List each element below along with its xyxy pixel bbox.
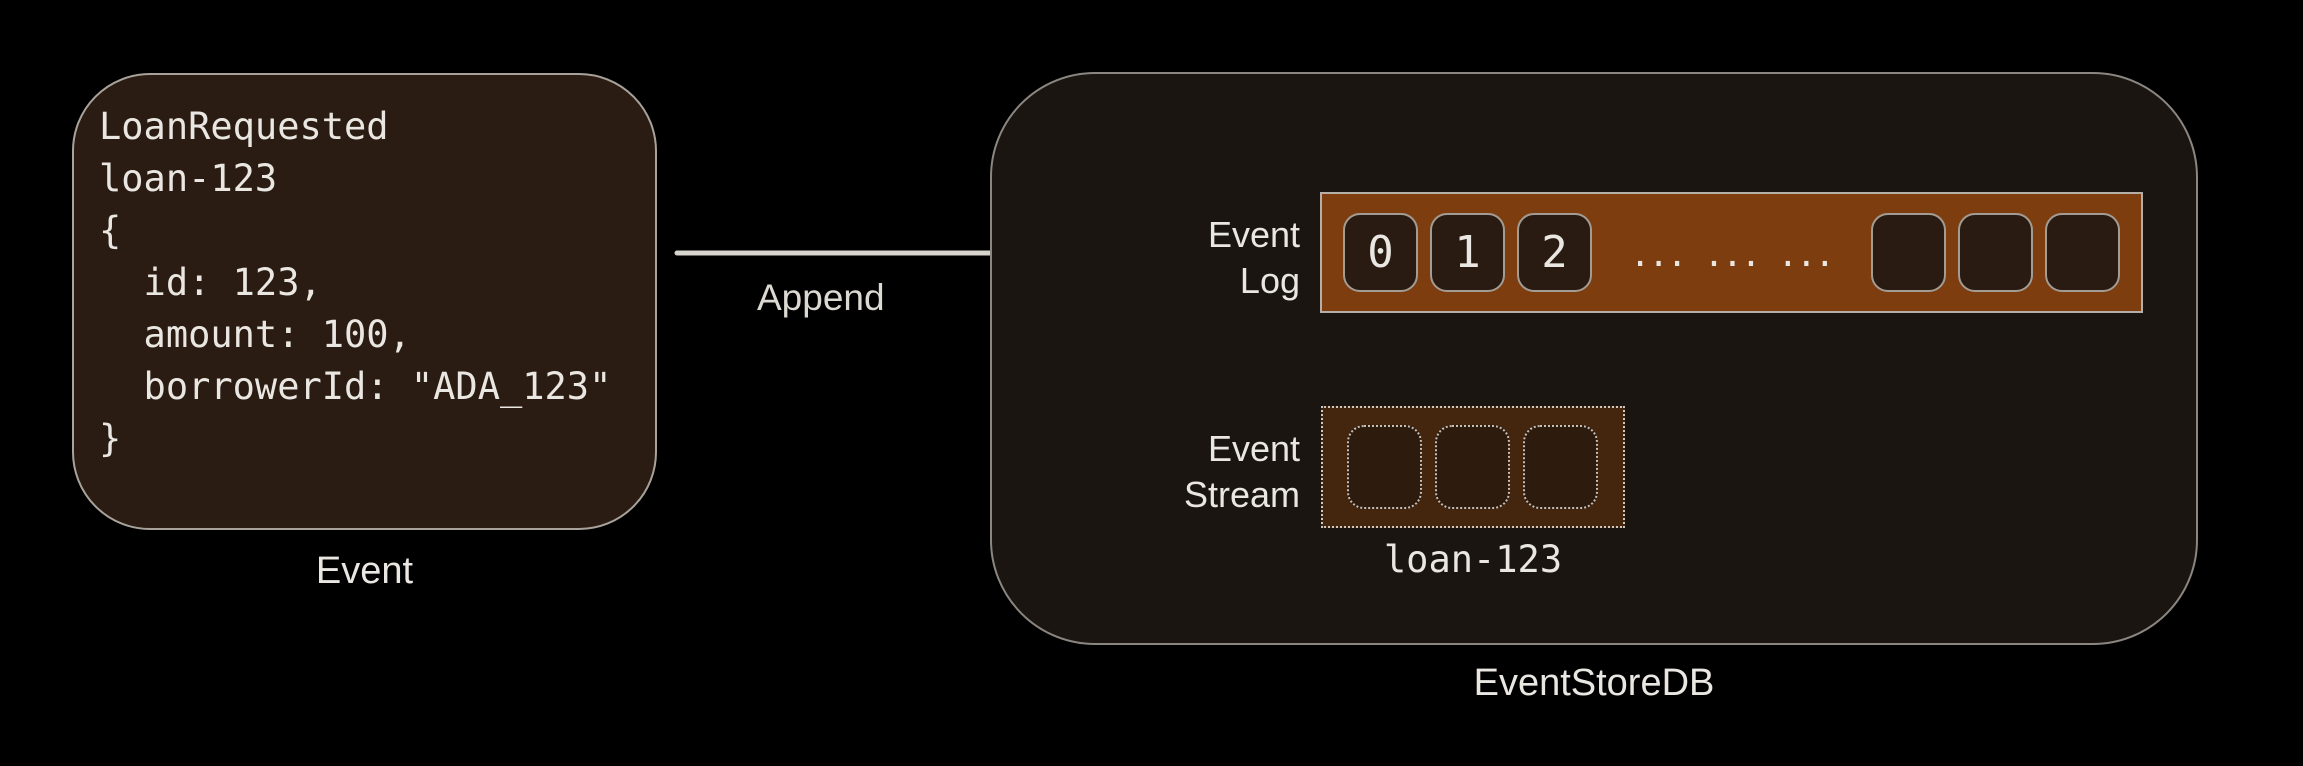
log-cell: 0 [1343,213,1418,292]
event-stream-label: Event Stream [1050,426,1300,518]
stream-cell [1347,425,1422,509]
code-line: id: 123, [99,261,322,304]
stream-name-label: loan-123 [1383,538,1563,581]
code-line: } [99,417,122,460]
log-cell: 1 [1430,213,1505,292]
code-line: loan-123 [99,157,278,200]
log-cell: 2 [1517,213,1592,292]
eventstoredb-caption: EventStoreDB [1473,662,1715,704]
code-line: { [99,209,122,252]
event-log-label: Event Log [1050,212,1300,304]
eventstoredb-container [990,72,2198,645]
event-stream-label-line2: Stream [1183,474,1300,515]
event-card: LoanRequested loan-123 { id: 123, amount… [72,73,657,530]
event-stream-box [1321,406,1625,528]
event-stream-label-line1: Event [1207,428,1300,469]
stream-cell [1523,425,1598,509]
event-card-caption: Event [315,550,414,592]
log-empty-cell [1871,213,1946,292]
append-label: Append [757,277,885,318]
code-line: amount: 100, [99,313,411,356]
code-line: LoanRequested [99,105,389,148]
stream-cell [1435,425,1510,509]
code-line: borrowerId: "ADA_123" [99,365,612,408]
log-ellipsis: ... ... ... [1629,234,1835,275]
log-empty-cell [1958,213,2033,292]
event-code: LoanRequested loan-123 { id: 123, amount… [99,101,611,465]
event-log-label-line1: Event [1207,214,1300,255]
event-log-bar: 0 1 2 ... ... ... [1320,192,2143,313]
log-empty-cell [2045,213,2120,292]
event-log-label-line2: Log [1239,260,1300,301]
